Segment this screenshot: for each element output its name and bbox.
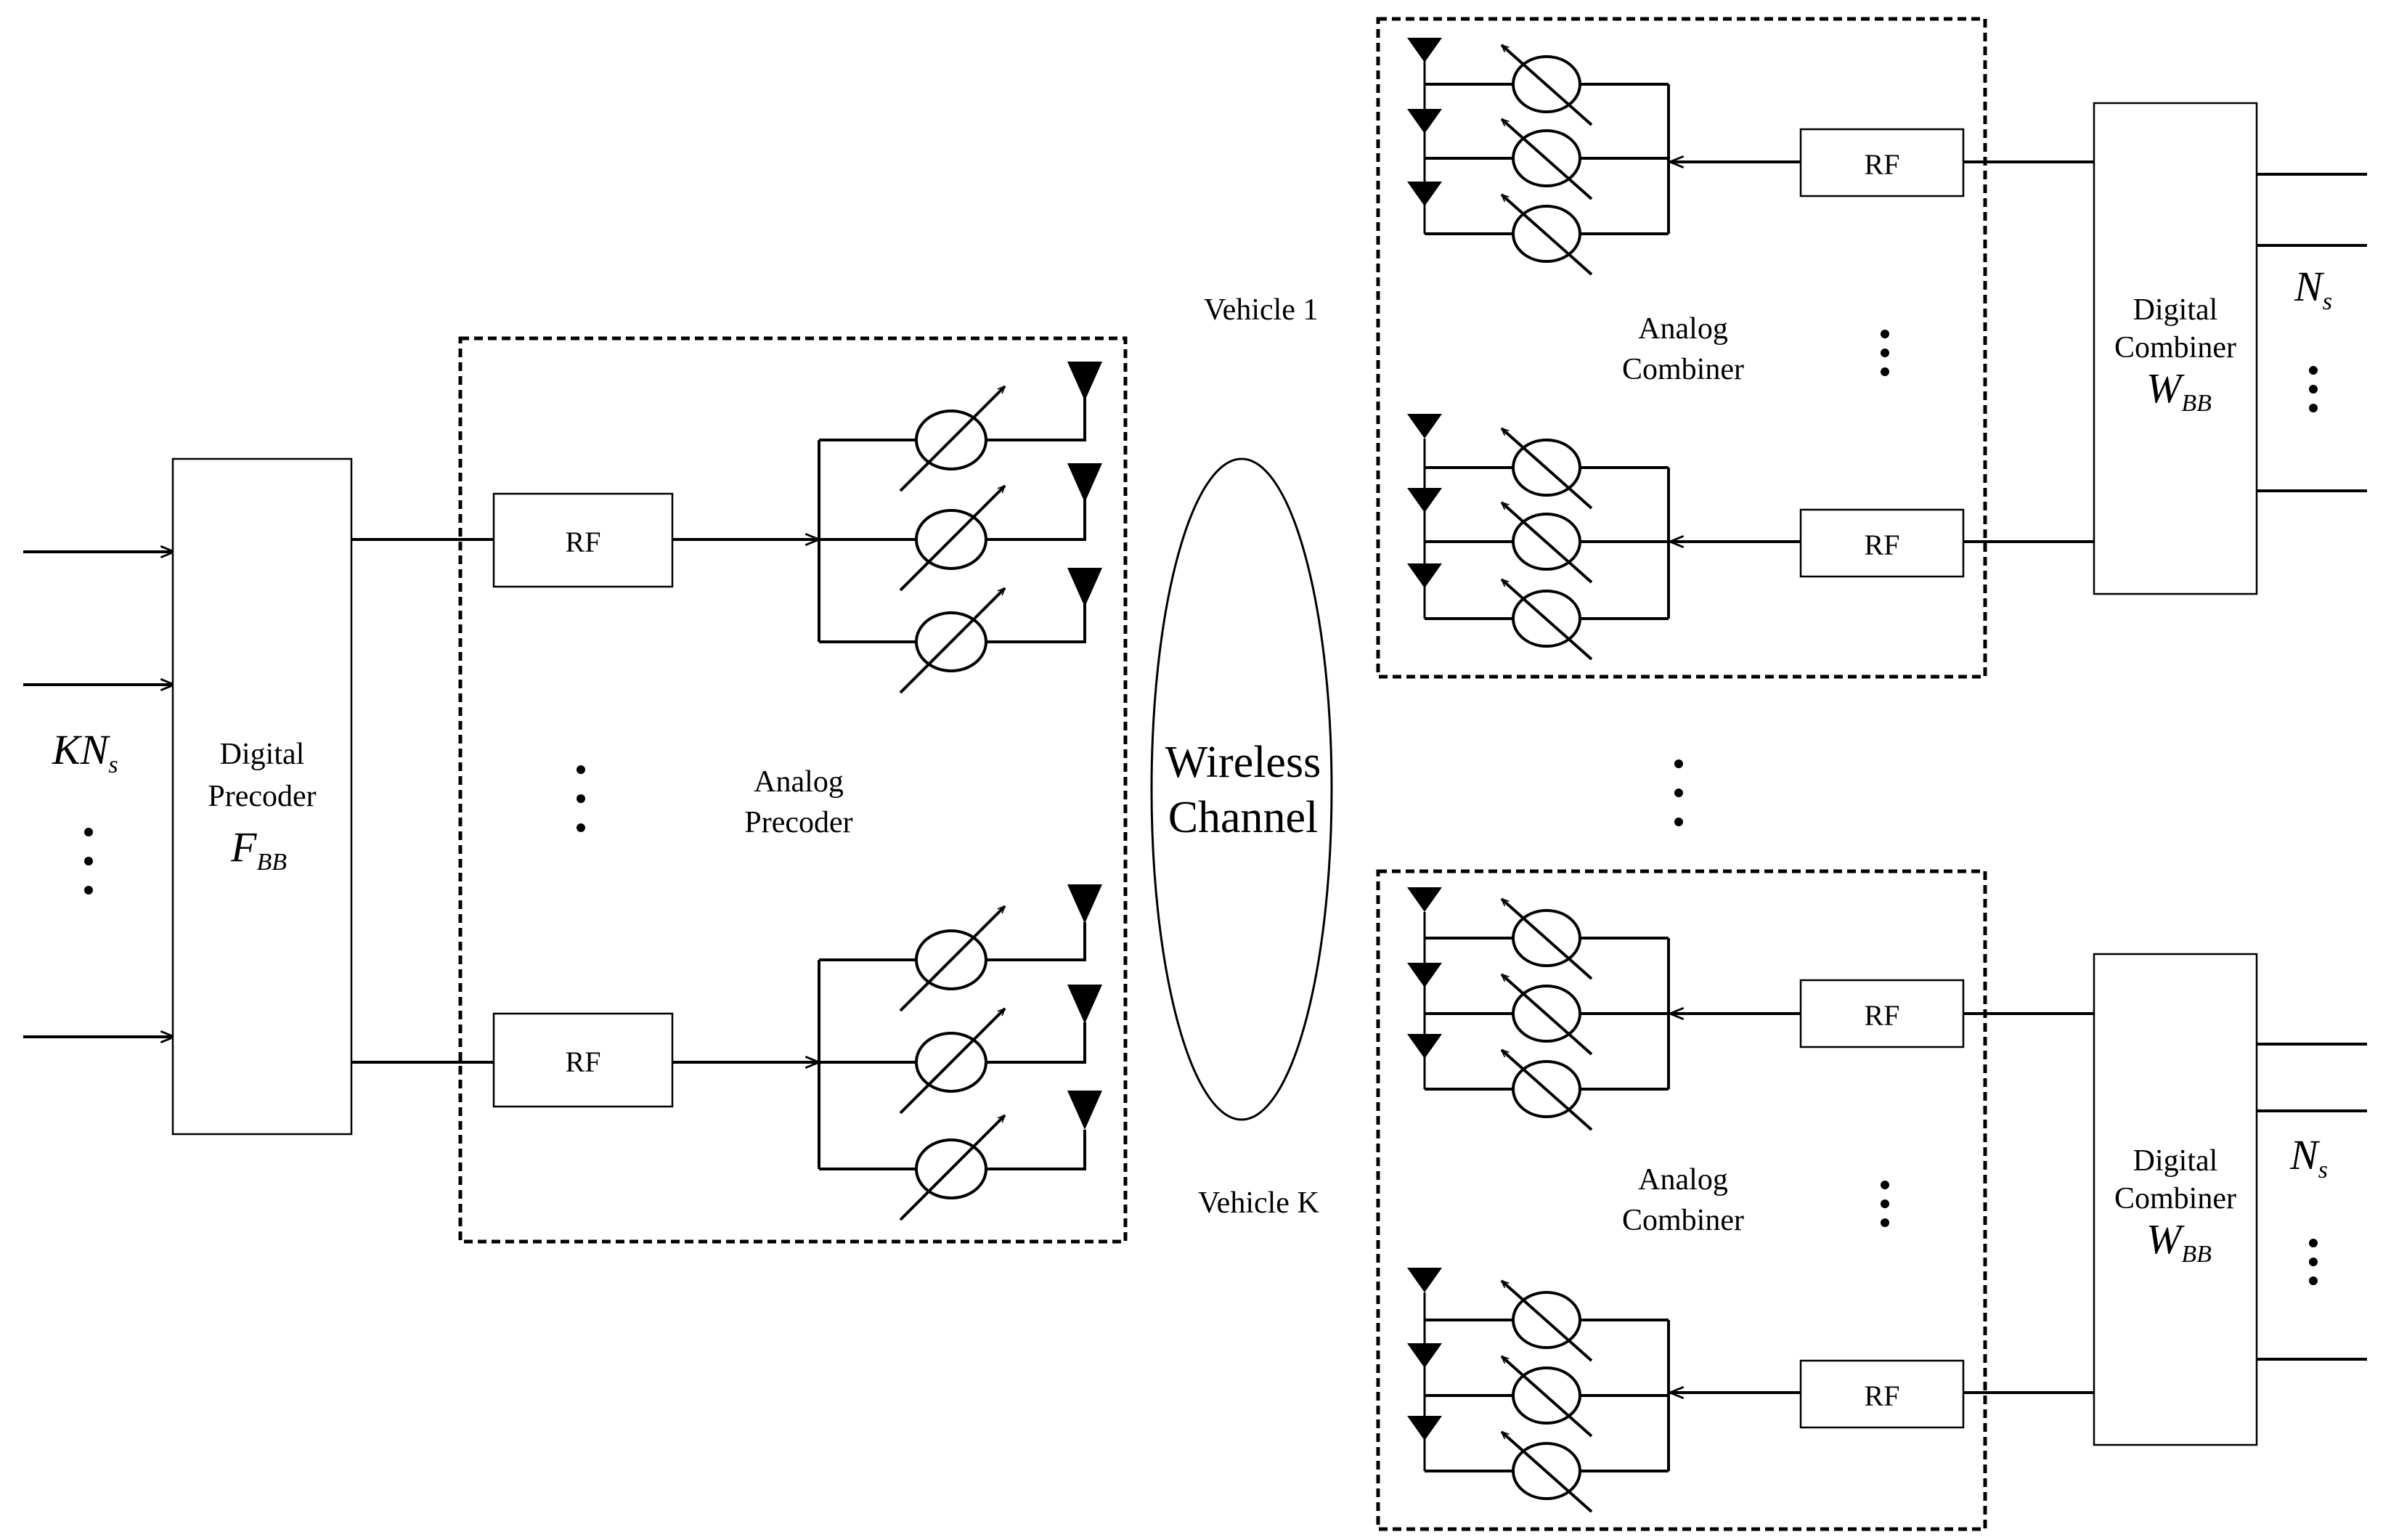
vehicle-k-label: Vehicle K	[1198, 1186, 1319, 1220]
input-dots	[84, 828, 93, 895]
vehicle-1-ns-label: Ns	[2294, 263, 2332, 315]
analog-precoder-label-2: Precoder	[744, 806, 852, 839]
vehicle-k-rf-bottom: RF	[1799, 1359, 1965, 1429]
svg-text:Combiner: Combiner	[2114, 1182, 2236, 1215]
vehicle-1-rf-dots	[1881, 330, 1889, 376]
vehicle-k-digital-combiner-box: Digital Combiner WBB	[2093, 953, 2258, 1446]
vehicle-1-phase-shifters-top	[1407, 38, 1801, 276]
digital-precoder-box: Digital Precoder FBB	[171, 457, 353, 1136]
vehicle-1-outputs: Ns	[2257, 173, 2367, 492]
svg-text:RF: RF	[1865, 529, 1900, 561]
svg-text:Digital: Digital	[2133, 1144, 2218, 1178]
vehicle-k-outputs: Ns	[2257, 1043, 2367, 1361]
kns-label: KNs	[52, 726, 118, 778]
vehicle-k-rf-top: RF	[1799, 979, 1965, 1048]
precoder-vertical-dots	[577, 765, 585, 832]
vehicle-1-rf-top: RF	[1799, 128, 1965, 197]
precoder-rf-bottom: RF	[492, 1012, 674, 1108]
svg-text:Combiner: Combiner	[2114, 331, 2236, 364]
svg-text:Digital: Digital	[2133, 293, 2218, 327]
svg-text:RF: RF	[566, 1046, 601, 1078]
vehicle-k-rf-to-digital	[1963, 1012, 2094, 1394]
vehicle-1-rf-bottom: RF	[1799, 508, 1965, 578]
digital-precoder-label-1: Digital	[220, 738, 305, 771]
svg-text:KNs: KNs	[52, 726, 118, 778]
input-streams	[23, 552, 174, 1037]
vehicle-1-analog-combiner-region	[1376, 17, 1987, 679]
digital-precoder-label-2: Precoder	[208, 780, 316, 813]
vehicle-k-phase-shifters-top	[1407, 887, 1801, 1131]
vehicle-k-analog-combiner-region	[1376, 869, 1987, 1531]
wireless-channel-label-1: Wireless	[1165, 738, 1321, 787]
vehicle-k-analog-combiner-label-1: Analog	[1638, 1163, 1728, 1197]
vehicle-1-analog-combiner-label-1: Analog	[1638, 312, 1728, 346]
svg-text:RF: RF	[566, 526, 601, 558]
vehicle-1-analog-combiner-label-2: Combiner	[1622, 353, 1744, 386]
analog-precoder-region	[458, 336, 1128, 1244]
vehicle-1-rf-to-digital	[1963, 160, 2094, 543]
vehicle-1-label: Vehicle 1	[1204, 293, 1318, 327]
svg-text:RF: RF	[1865, 999, 1900, 1032]
svg-text:RF: RF	[1865, 148, 1900, 181]
wireless-channel: Wireless Channel	[1150, 457, 1333, 1121]
analog-precoder-label-1: Analog	[754, 765, 844, 799]
vehicle-k-phase-shifters-bottom	[1407, 1268, 1801, 1513]
vehicle-k-rf-dots	[1881, 1181, 1889, 1227]
precoder-phase-shifters-top	[672, 362, 1102, 694]
precoder-connections	[351, 538, 494, 1064]
vehicles-vertical-dots	[1674, 759, 1683, 826]
vehicle-k-analog-combiner-label-2: Combiner	[1622, 1204, 1744, 1237]
wireless-channel-label-2: Channel	[1168, 793, 1319, 842]
vehicle-k-ns-label: Ns	[2289, 1131, 2328, 1183]
vehicle-1-digital-combiner-box: Digital Combiner WBB	[2093, 102, 2258, 595]
precoder-rf-top: RF	[492, 492, 674, 588]
vehicle-k-wbb-label: WBB	[2146, 1215, 2212, 1268]
vehicle-1-wbb-label: WBB	[2146, 364, 2212, 417]
svg-text:RF: RF	[1865, 1380, 1900, 1412]
vehicle-1-phase-shifters-bottom	[1407, 414, 1801, 661]
precoder-phase-shifters-bottom	[672, 884, 1102, 1221]
fbb-label: FBB	[230, 823, 287, 876]
